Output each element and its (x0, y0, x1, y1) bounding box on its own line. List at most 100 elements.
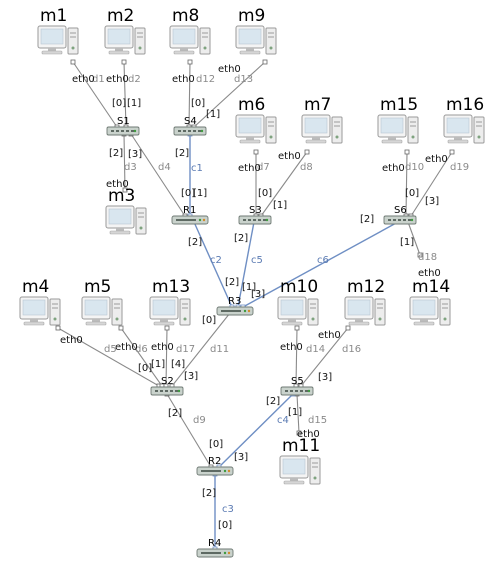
port-label-c1-a: [2] (175, 148, 189, 159)
port-label-d5-a: eth0 (60, 335, 83, 346)
link-endpoint-d8-0 (304, 149, 310, 155)
link-endpoint-d1-0 (70, 59, 76, 65)
port-label-d9-a: [2] (168, 408, 182, 419)
host-m7[interactable]: m7 (301, 95, 343, 144)
switch-S5[interactable]: S5 (280, 376, 314, 396)
host-m2[interactable]: m2 (104, 6, 146, 55)
host-m8[interactable]: m8 (169, 6, 211, 55)
port-label-d18-a: eth0 (418, 268, 441, 279)
port-label-d8-a: eth0 (278, 151, 301, 162)
router-icon (171, 215, 209, 225)
link-d11 (171, 312, 231, 387)
router-R3[interactable]: R3 (216, 296, 254, 316)
computer-icon (443, 114, 485, 144)
port-label-d6-a: eth0 (115, 342, 138, 353)
port-label-c5-b: [1] (242, 282, 256, 293)
port-label-c4-a: [2] (266, 396, 280, 407)
switch-icon (173, 126, 207, 136)
host-m6[interactable]: m6 (235, 95, 277, 144)
port-label-d3-b: [2] (109, 148, 123, 159)
host-label: m9 (238, 6, 265, 26)
switch-label: S2 (161, 376, 174, 387)
switch-S4[interactable]: S4 (173, 116, 207, 136)
link-d8 (260, 151, 308, 217)
router-R2[interactable]: R2 (196, 456, 234, 476)
host-m14[interactable]: m14 (409, 277, 451, 326)
host-m13[interactable]: m13 (149, 277, 191, 326)
port-label-d2-b: [1] (127, 98, 141, 109)
link-label-d16: d16 (342, 344, 361, 355)
port-label-d7-b: [0] (258, 188, 272, 199)
link-d4 (130, 133, 186, 217)
port-label-d11-a: [0] (202, 315, 216, 326)
router-R4[interactable]: R4 (196, 538, 234, 558)
link-d10 (405, 151, 408, 217)
host-m15[interactable]: m15 (377, 95, 419, 144)
host-m4[interactable]: m4 (19, 277, 61, 326)
port-label-d10-a: eth0 (382, 163, 405, 174)
link-label-c6: c6 (317, 255, 329, 266)
host-label: m2 (107, 6, 134, 26)
switch-icon (238, 215, 272, 225)
host-label: m4 (22, 277, 49, 297)
port-label-c6-a: [2] (360, 214, 374, 225)
link-endpoint-d13-0 (262, 59, 268, 65)
router-label: R3 (228, 296, 241, 307)
link-endpoint-d16-0 (345, 325, 351, 331)
computer-icon (37, 25, 79, 55)
link-endpoint-d2-0 (121, 59, 127, 65)
link-label-d11: d11 (210, 344, 229, 355)
port-label-c6-b: [3] (251, 289, 265, 300)
host-m5[interactable]: m5 (81, 277, 123, 326)
port-label-d8-b: [1] (273, 200, 287, 211)
host-m1[interactable]: m1 (37, 6, 79, 55)
link-d19 (410, 151, 453, 217)
link-label-d8: d8 (300, 162, 313, 173)
link-label-d1: d1 (92, 74, 105, 85)
host-m9[interactable]: m9 (235, 6, 277, 55)
link-label-d12: d12 (196, 74, 215, 85)
link-label-c1: c1 (191, 163, 203, 174)
link-label-d15: d15 (308, 415, 327, 426)
host-m10[interactable]: m10 (277, 277, 319, 326)
host-m16[interactable]: m16 (443, 95, 485, 144)
switch-S3[interactable]: S3 (238, 205, 272, 225)
computer-icon (105, 205, 147, 235)
link-c5 (237, 221, 255, 308)
port-label-d17-b: [4] (171, 359, 185, 370)
link-d1 (72, 61, 118, 128)
host-label: m1 (40, 6, 67, 26)
link-label-c3: c3 (222, 504, 234, 515)
port-label-d12-a: eth0 (172, 74, 195, 85)
port-label-d9-b: [0] (209, 439, 223, 450)
port-label-c4-b: [3] (234, 452, 248, 463)
computer-icon (279, 455, 321, 485)
switch-icon (383, 215, 417, 225)
host-m12[interactable]: m12 (344, 277, 386, 326)
host-label: m5 (84, 277, 111, 297)
link-label-d10: d10 (405, 162, 424, 173)
link-label-d17: d17 (176, 344, 195, 355)
link-endpoint-d3-0 (122, 187, 128, 193)
link-d9 (166, 393, 212, 468)
port-label-c3-b: [0] (218, 520, 232, 531)
host-label: m7 (304, 95, 331, 115)
port-label-c5-a: [2] (234, 233, 248, 244)
port-label-d19-a: eth0 (425, 154, 448, 165)
link-c6 (242, 221, 399, 308)
port-label-d1-a: eth0 (72, 74, 95, 85)
switch-S2[interactable]: S2 (150, 376, 184, 396)
port-label-d10-b: [0] (405, 188, 419, 199)
switch-S1[interactable]: S1 (106, 116, 140, 136)
port-label-d11-b: [3] (184, 371, 198, 382)
port-label-d19-b: [3] (425, 196, 439, 207)
switch-S6[interactable]: S6 (383, 205, 417, 225)
port-label-c1-b: [1] (193, 188, 207, 199)
host-m3[interactable]: m3 (105, 186, 147, 235)
host-m11[interactable]: m11 (279, 436, 321, 485)
router-R1[interactable]: R1 (171, 205, 209, 225)
link-label-d6: d6 (135, 344, 148, 355)
link-endpoint-d7-0 (253, 149, 259, 155)
link-d5 (57, 327, 160, 387)
